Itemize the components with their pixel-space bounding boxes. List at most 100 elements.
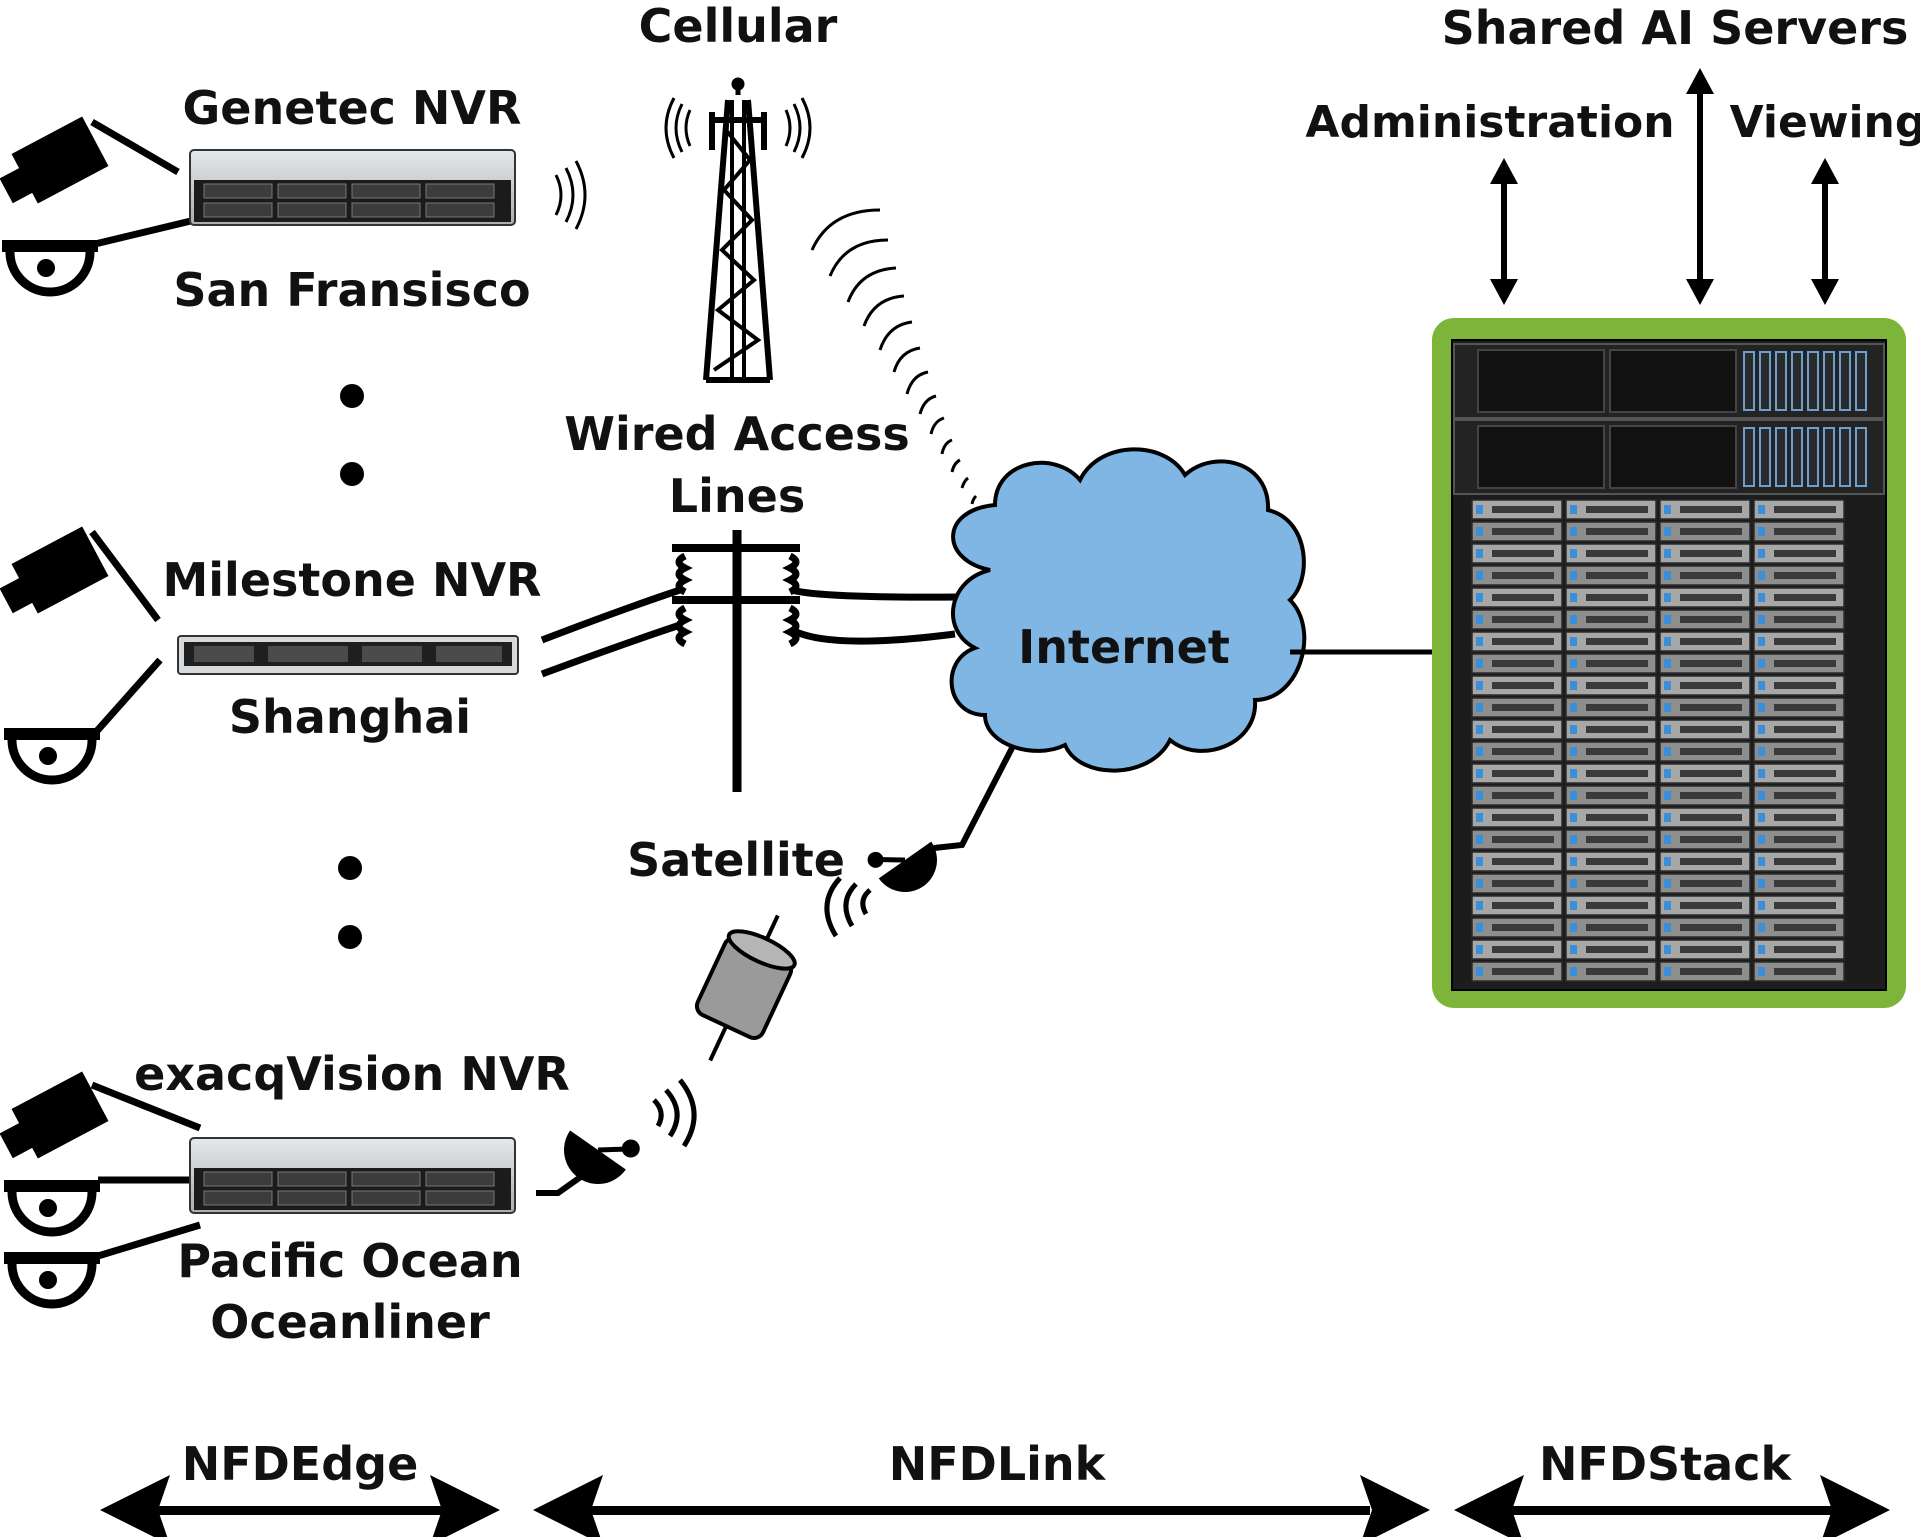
nfdlink-range-arrow <box>533 1475 1430 1537</box>
ellipsis-dots <box>338 856 362 949</box>
drive-led <box>1664 769 1671 778</box>
utility-pole-icon <box>672 530 800 792</box>
nfdstack-range-arrow <box>1454 1475 1890 1537</box>
drive-led <box>1570 769 1577 778</box>
drive-handle <box>1586 946 1648 953</box>
drive-handle <box>1680 792 1742 799</box>
drive-handle <box>1774 704 1836 711</box>
drive-bay <box>1823 427 1835 487</box>
drive-handle <box>1774 814 1836 821</box>
drive-handle <box>1586 682 1648 689</box>
cloud-icon <box>949 447 1307 773</box>
drive-handle <box>1680 704 1742 711</box>
drive-handle <box>1680 924 1742 931</box>
drive-handle <box>1586 858 1648 865</box>
drive-handle <box>1774 572 1836 579</box>
site-pacific-ocean <box>0 1071 516 1304</box>
drive-bay <box>1743 351 1755 411</box>
drive-led <box>1570 549 1577 558</box>
drive-led <box>1476 769 1483 778</box>
dome-camera-icon <box>2 240 98 292</box>
drive-led <box>1476 857 1483 866</box>
internet-label: Internet <box>1018 620 1230 674</box>
drive-led <box>1570 901 1577 910</box>
drive-handle <box>1774 550 1836 557</box>
genetec-nvr-label: Genetec NVR <box>183 81 522 135</box>
drive-handle <box>1492 660 1554 667</box>
drive-led <box>1758 593 1765 602</box>
drive-led <box>1664 659 1671 668</box>
nvr-server-icon <box>189 1137 516 1214</box>
drive-handle <box>1680 770 1742 777</box>
drive-led <box>1664 747 1671 756</box>
drive-led <box>1570 879 1577 888</box>
drive-led <box>1476 945 1483 954</box>
viewing-arrow <box>1811 158 1839 305</box>
drive-handle <box>1680 660 1742 667</box>
shared-ai-servers-arrow <box>1686 68 1714 305</box>
drive-handle <box>1680 594 1742 601</box>
drive-handle <box>1492 726 1554 733</box>
drive-handle <box>1586 638 1648 645</box>
drive-led <box>1758 527 1765 536</box>
drive-led <box>1570 725 1577 734</box>
drive-handle <box>1774 726 1836 733</box>
drive-handle <box>1680 836 1742 843</box>
drive-bay <box>1791 351 1803 411</box>
drive-led <box>1476 879 1483 888</box>
drive-handle <box>1492 572 1554 579</box>
drive-led <box>1758 505 1765 514</box>
wired-access-label: Wired Access <box>564 407 909 461</box>
drive-led <box>1476 703 1483 712</box>
drive-bay <box>1759 351 1771 411</box>
drive-led <box>1570 659 1577 668</box>
internet-cloud: Internet <box>949 447 1307 773</box>
drive-handle <box>1774 660 1836 667</box>
drive-handle <box>1586 880 1648 887</box>
drive-led <box>1758 901 1765 910</box>
drive-handle <box>1586 660 1648 667</box>
drive-bay <box>1743 427 1755 487</box>
ellipsis-dots <box>340 384 364 486</box>
drive-handle <box>1586 770 1648 777</box>
drive-handle <box>1774 770 1836 777</box>
drive-handle <box>1492 550 1554 557</box>
drive-handle <box>1492 968 1554 975</box>
pacific-ocean-label: Pacific Ocean <box>177 1234 522 1288</box>
drive-handle <box>1680 506 1742 513</box>
drive-led <box>1664 813 1671 822</box>
shanghai-label: Shanghai <box>229 690 471 744</box>
drive-bay <box>1775 351 1787 411</box>
drive-handle <box>1586 748 1648 755</box>
satellite-icon <box>694 914 797 1062</box>
drive-led <box>1476 791 1483 800</box>
wired-access-lines <box>540 586 961 678</box>
drive-handle <box>1586 528 1648 535</box>
drive-led <box>1570 923 1577 932</box>
drive-handle <box>1680 616 1742 623</box>
cellular-signal-waves <box>810 208 986 518</box>
drive-led <box>1476 901 1483 910</box>
drive-handle <box>1774 682 1836 689</box>
drive-led <box>1476 813 1483 822</box>
nvr-server-icon <box>189 149 516 226</box>
drive-led <box>1664 681 1671 690</box>
camera-cable <box>94 216 196 248</box>
drive-handle <box>1680 572 1742 579</box>
drive-bay <box>1791 427 1803 487</box>
drive-led <box>1570 571 1577 580</box>
drive-led <box>1758 967 1765 976</box>
drive-led <box>1570 967 1577 976</box>
drive-bay <box>1807 351 1819 411</box>
camera-cable <box>90 118 180 176</box>
drive-led <box>1664 835 1671 844</box>
drive-handle <box>1492 638 1554 645</box>
nfdlink-label: NFDLink <box>889 1437 1107 1491</box>
drive-led <box>1758 769 1765 778</box>
nvr-server-icon <box>177 635 519 675</box>
drive-led <box>1570 637 1577 646</box>
box-camera-icon <box>0 526 109 624</box>
drive-led <box>1476 659 1483 668</box>
drive-handle <box>1492 902 1554 909</box>
drive-handle <box>1492 506 1554 513</box>
